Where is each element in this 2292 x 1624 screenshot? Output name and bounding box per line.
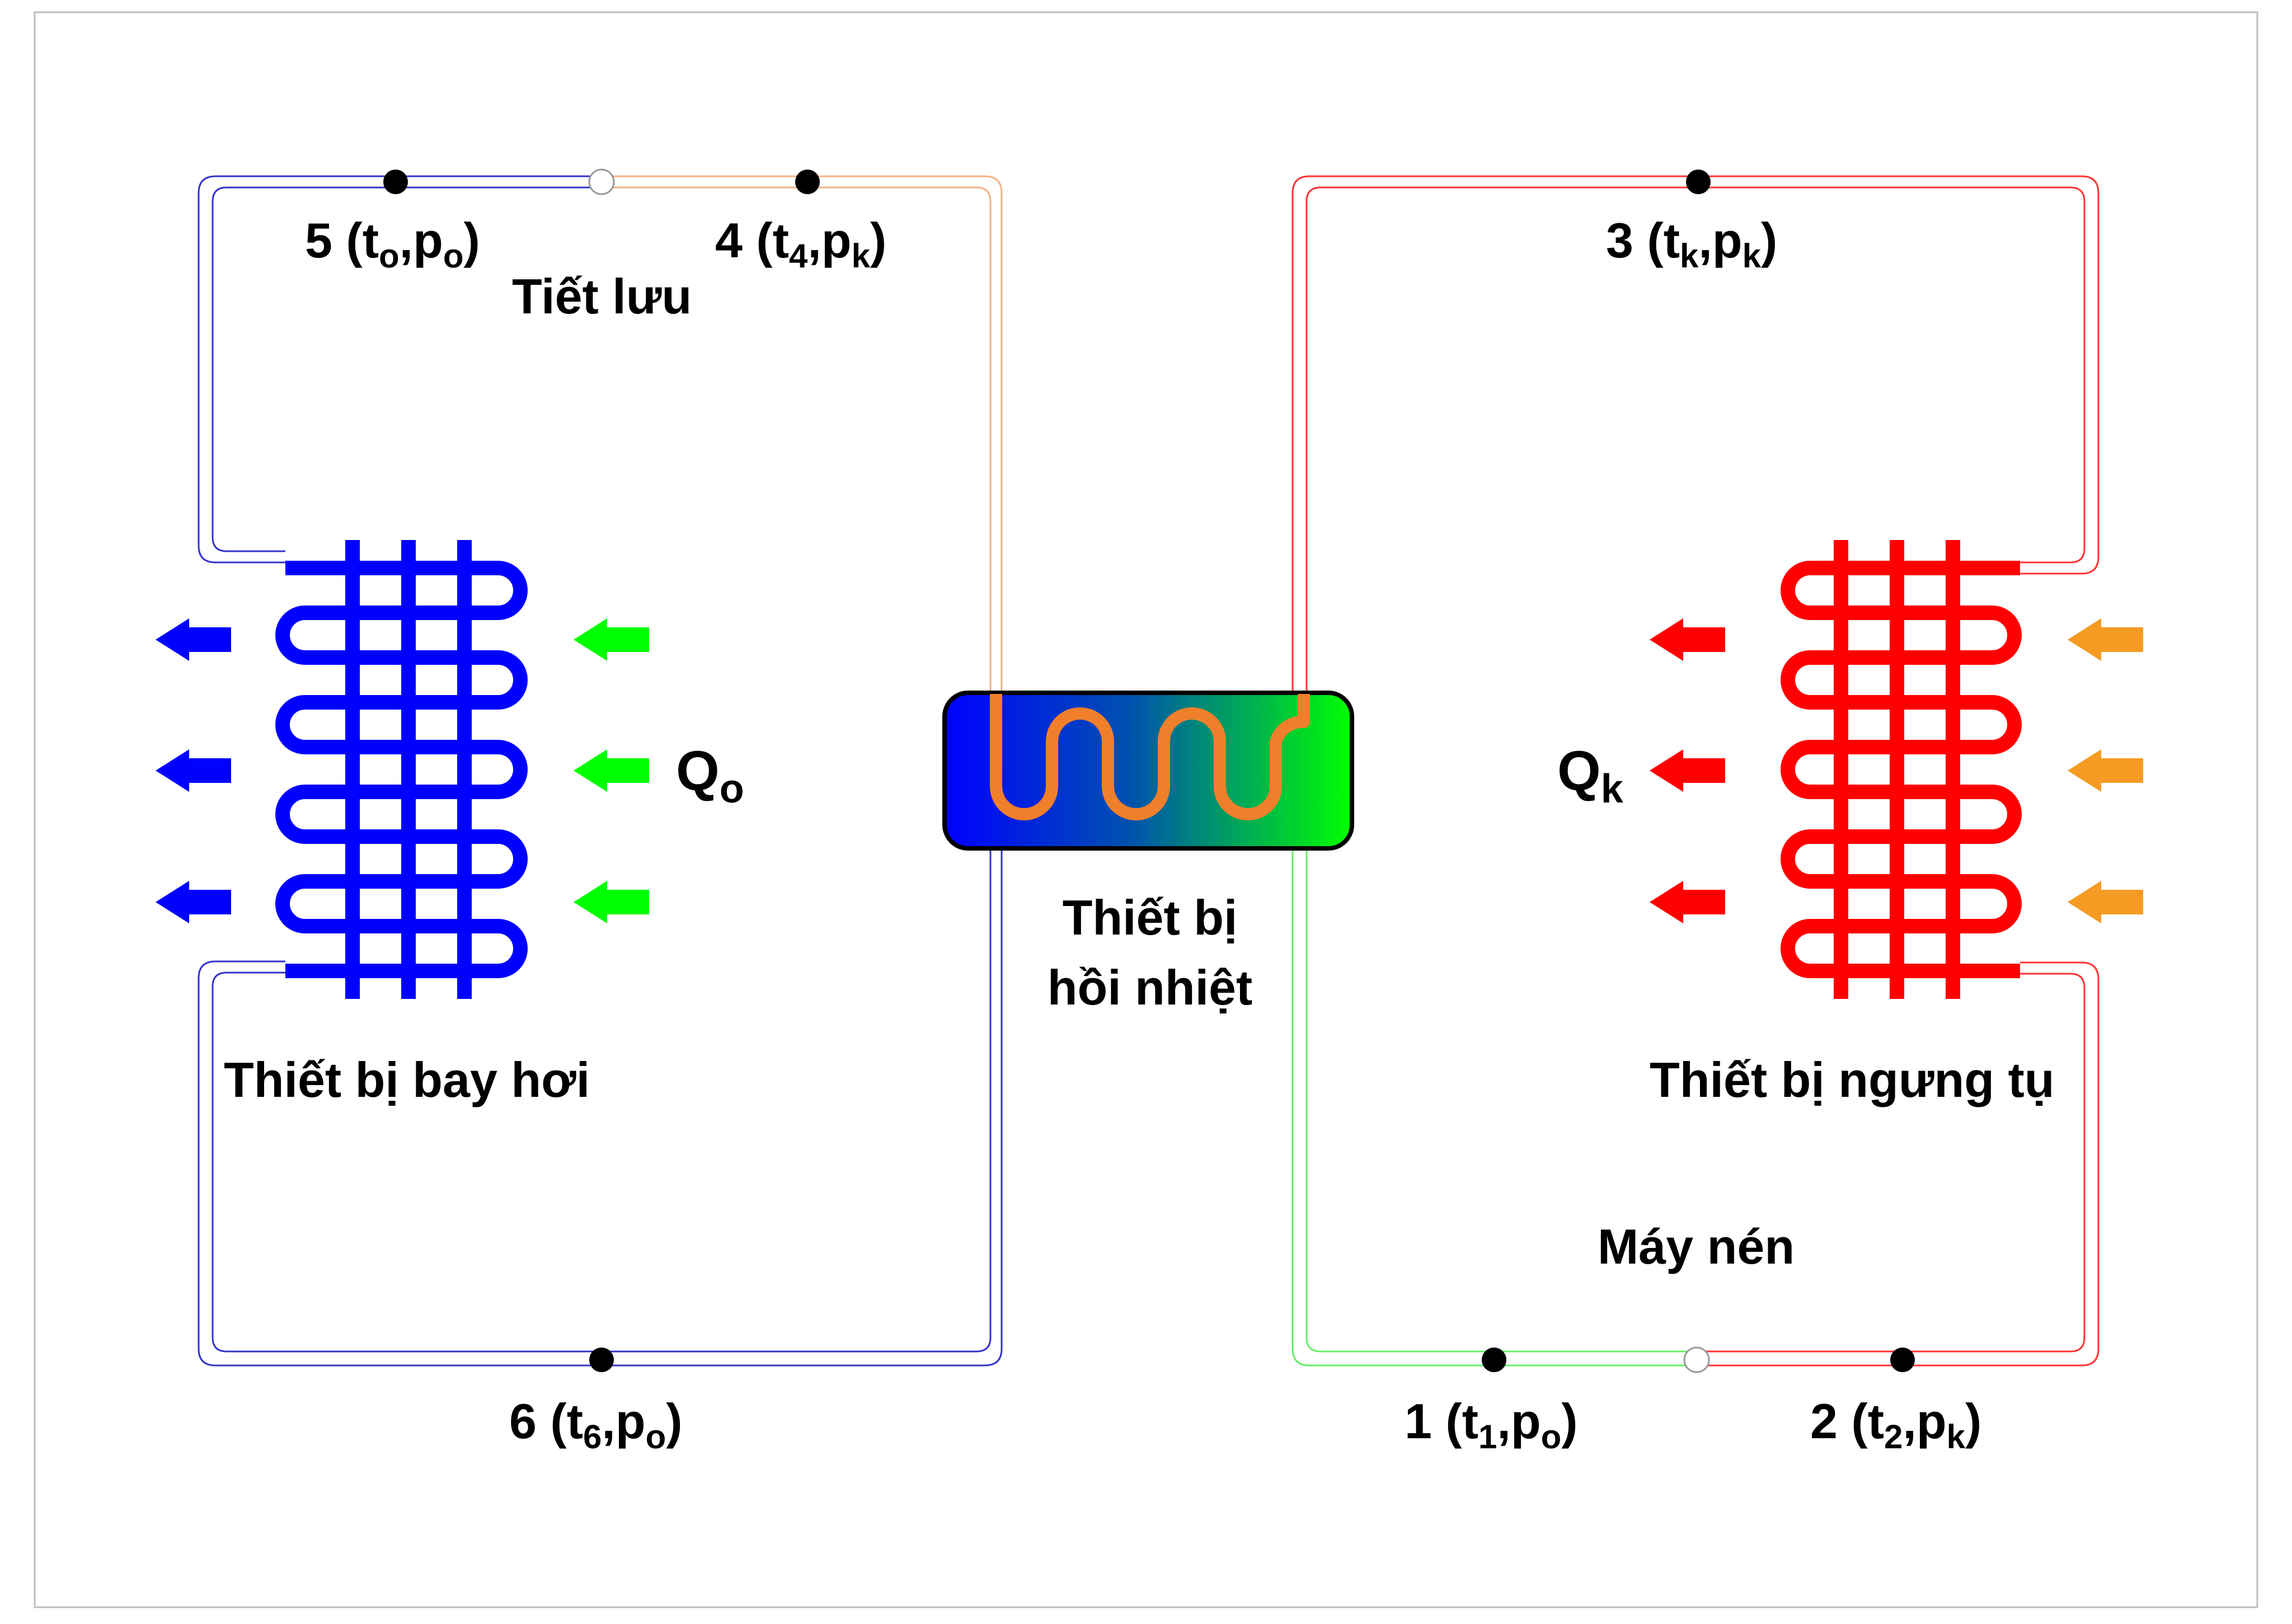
point-1-marker	[1482, 1348, 1506, 1372]
point-5-marker	[383, 170, 408, 194]
right-loop-pipes	[1291, 175, 2100, 1367]
recuperator-body	[942, 691, 1354, 851]
pipe-discharge-outer	[1695, 961, 2100, 1367]
compressor-marker	[1683, 1346, 1710, 1373]
red-arrow-icon	[1650, 749, 1725, 792]
evaporator-label: Thiết bị bay hơi	[224, 1052, 590, 1107]
blue-arrow-icon	[156, 749, 231, 792]
recuperator-coil	[990, 694, 1310, 820]
point-6-marker	[589, 1348, 614, 1372]
pipe-suction-inner	[1305, 845, 1695, 1353]
point-5-label: 5 (to,po)	[305, 213, 480, 275]
pipe-condensate-outer	[1291, 175, 2100, 694]
condenser-ambient-arrows	[2068, 618, 2143, 923]
recuperator	[942, 691, 1354, 851]
heat-qo-label: Qo	[676, 740, 744, 811]
point-2-marker	[1890, 1348, 1915, 1372]
blue-arrow-icon	[156, 618, 231, 661]
point-1-label: 1 (t1,po)	[1405, 1393, 1578, 1456]
pipe-condensate-inner	[1305, 186, 2086, 694]
green-arrow-icon	[574, 618, 649, 661]
point-4-marker	[795, 170, 820, 194]
throttle-label: Tiết lưu	[512, 269, 692, 324]
blue-arrow-icon	[156, 881, 231, 923]
pipe-suction-outer	[1291, 845, 1695, 1367]
throttle-valve-marker	[588, 168, 615, 195]
condenser-label: Thiết bị ngưng tụ	[1650, 1052, 2055, 1107]
point-6-label: 6 (t6,po)	[509, 1393, 683, 1456]
pipe-evaporator-inlet-outer	[198, 175, 602, 564]
pipe-vapor-outer	[198, 845, 1003, 1367]
pipe-liquid-outer	[602, 175, 1003, 694]
compressor-label: Máy nén	[1598, 1219, 1795, 1274]
pipe-discharge-inner	[1695, 973, 2086, 1353]
condenser-serpentine	[1781, 561, 2022, 978]
state-point-markers	[383, 168, 1915, 1373]
point-2-label: 2 (t2,pk)	[1810, 1393, 1981, 1456]
red-arrow-icon	[1650, 881, 1725, 923]
condenser-coil	[1781, 540, 2022, 999]
left-loop-pipes	[198, 175, 1003, 1367]
pipe-vapor-inner	[212, 845, 992, 1353]
pipe-evaporator-inlet-inner	[212, 186, 602, 552]
orange-arrow-icon	[2068, 618, 2143, 661]
evaporator-heat-in-arrows	[574, 618, 649, 923]
page-frame	[34, 11, 2258, 1608]
point-3-label: 3 (tk,pk)	[1606, 213, 1777, 275]
orange-arrow-icon	[2068, 749, 2143, 792]
evaporator-serpentine	[275, 561, 528, 978]
recuperator-label-line1: Thiết bị	[1063, 890, 1238, 945]
point-3-marker	[1686, 170, 1711, 194]
red-arrow-icon	[1650, 618, 1725, 661]
evaporator-heat-out-arrows	[156, 618, 231, 923]
recuperator-label-line2: hồi nhiệt	[1048, 960, 1253, 1015]
condenser-heat-out-arrows	[1650, 618, 1725, 923]
point-4-label: 4 (t4,pk)	[715, 213, 886, 275]
green-arrow-icon	[574, 881, 649, 923]
heat-qk-label: Qk	[1557, 740, 1624, 811]
evaporator-coil	[275, 540, 528, 999]
orange-arrow-icon	[2068, 881, 2143, 923]
pipe-liquid-inner	[602, 186, 992, 694]
green-arrow-icon	[574, 749, 649, 792]
